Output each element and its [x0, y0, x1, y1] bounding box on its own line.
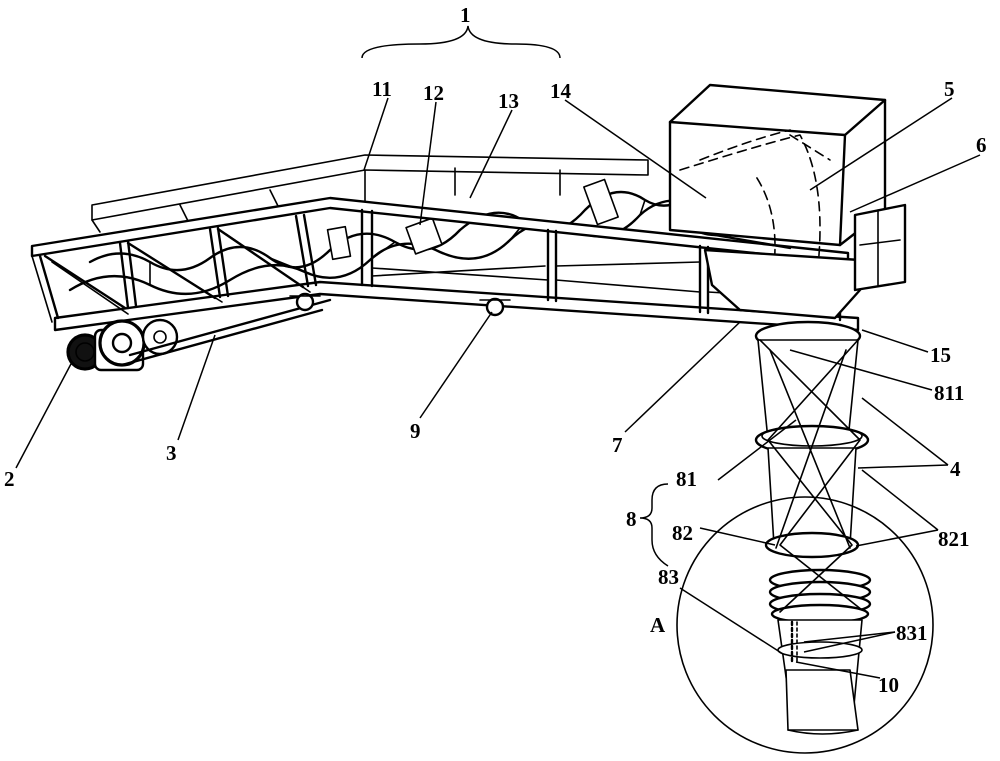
- label-9: 9: [410, 419, 421, 443]
- label-7: 7: [612, 433, 623, 457]
- label-2: 2: [4, 467, 15, 491]
- label-13: 13: [498, 89, 519, 113]
- label-12: 12: [423, 81, 444, 105]
- label-5: 5: [944, 77, 955, 101]
- label-11: 11: [372, 77, 392, 101]
- drive-motor: [68, 294, 510, 370]
- label-8: 8: [626, 507, 637, 531]
- label-14: 14: [550, 79, 572, 103]
- label-821: 821: [938, 527, 970, 551]
- label-831: 831: [896, 621, 928, 645]
- label-83: 83: [658, 565, 679, 589]
- label-811: 811: [934, 381, 964, 405]
- label-4: 4: [950, 457, 961, 481]
- label-82: 82: [672, 521, 693, 545]
- label-10: 10: [878, 673, 899, 697]
- label-1: 1: [460, 3, 471, 27]
- label-15: 15: [930, 343, 951, 367]
- rear-trough: [92, 155, 648, 232]
- label-a: A: [650, 613, 666, 637]
- label-6: 6: [976, 133, 987, 157]
- label-3: 3: [166, 441, 177, 465]
- label-81: 81: [676, 467, 697, 491]
